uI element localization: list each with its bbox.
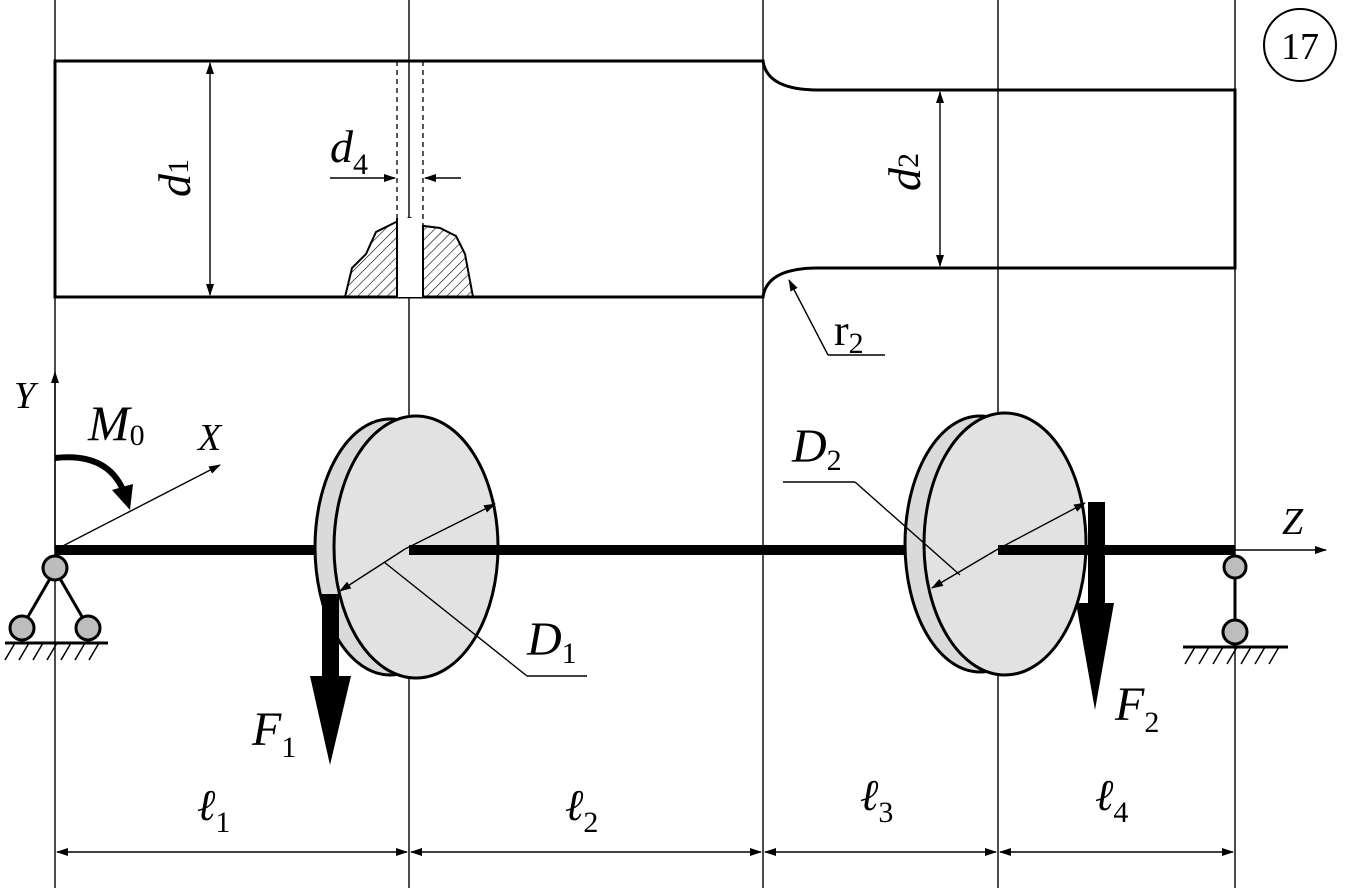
- length-l1: ℓ1: [197, 781, 230, 839]
- force-f2: F2: [1076, 502, 1159, 739]
- svg-text:F1: F1: [251, 703, 296, 764]
- moment-m0: M0: [54, 395, 145, 510]
- r2-callout: r2: [788, 279, 885, 360]
- disk-d1: D1: [313, 414, 587, 680]
- svg-text:X: X: [196, 417, 223, 459]
- svg-text:r2: r2: [834, 306, 864, 360]
- svg-text:D2: D2: [791, 420, 842, 477]
- svg-text:Y: Y: [14, 375, 39, 417]
- svg-text:d2: d2: [879, 153, 930, 191]
- svg-text:F2: F2: [1114, 678, 1159, 739]
- shaft-outline: [53, 59, 1237, 299]
- svg-text:d4: d4: [330, 121, 368, 181]
- d2-dimension: d2: [879, 91, 944, 267]
- d4-dimension: d4: [330, 121, 461, 182]
- right-support: [1183, 554, 1288, 665]
- force-f1: F1: [251, 594, 351, 765]
- left-support: [4, 554, 108, 661]
- figure-number: 17: [1263, 8, 1337, 82]
- svg-text:17: 17: [1281, 26, 1319, 68]
- hole-section: [343, 61, 475, 298]
- svg-text:Z: Z: [1282, 501, 1304, 543]
- axes: Y X Z: [14, 371, 1327, 554]
- length-dimensions: ℓ1 ℓ2 ℓ3 ℓ4: [56, 771, 1234, 856]
- svg-text:d1: d1: [149, 159, 200, 197]
- length-l2: ℓ2: [565, 781, 598, 839]
- svg-text:M0: M0: [87, 395, 145, 452]
- length-l4: ℓ4: [1095, 771, 1128, 829]
- length-l3: ℓ3: [860, 771, 893, 829]
- svg-text:D1: D1: [526, 613, 577, 670]
- d1-dimension: d1: [149, 62, 214, 296]
- disk-d2: D2: [783, 411, 1088, 677]
